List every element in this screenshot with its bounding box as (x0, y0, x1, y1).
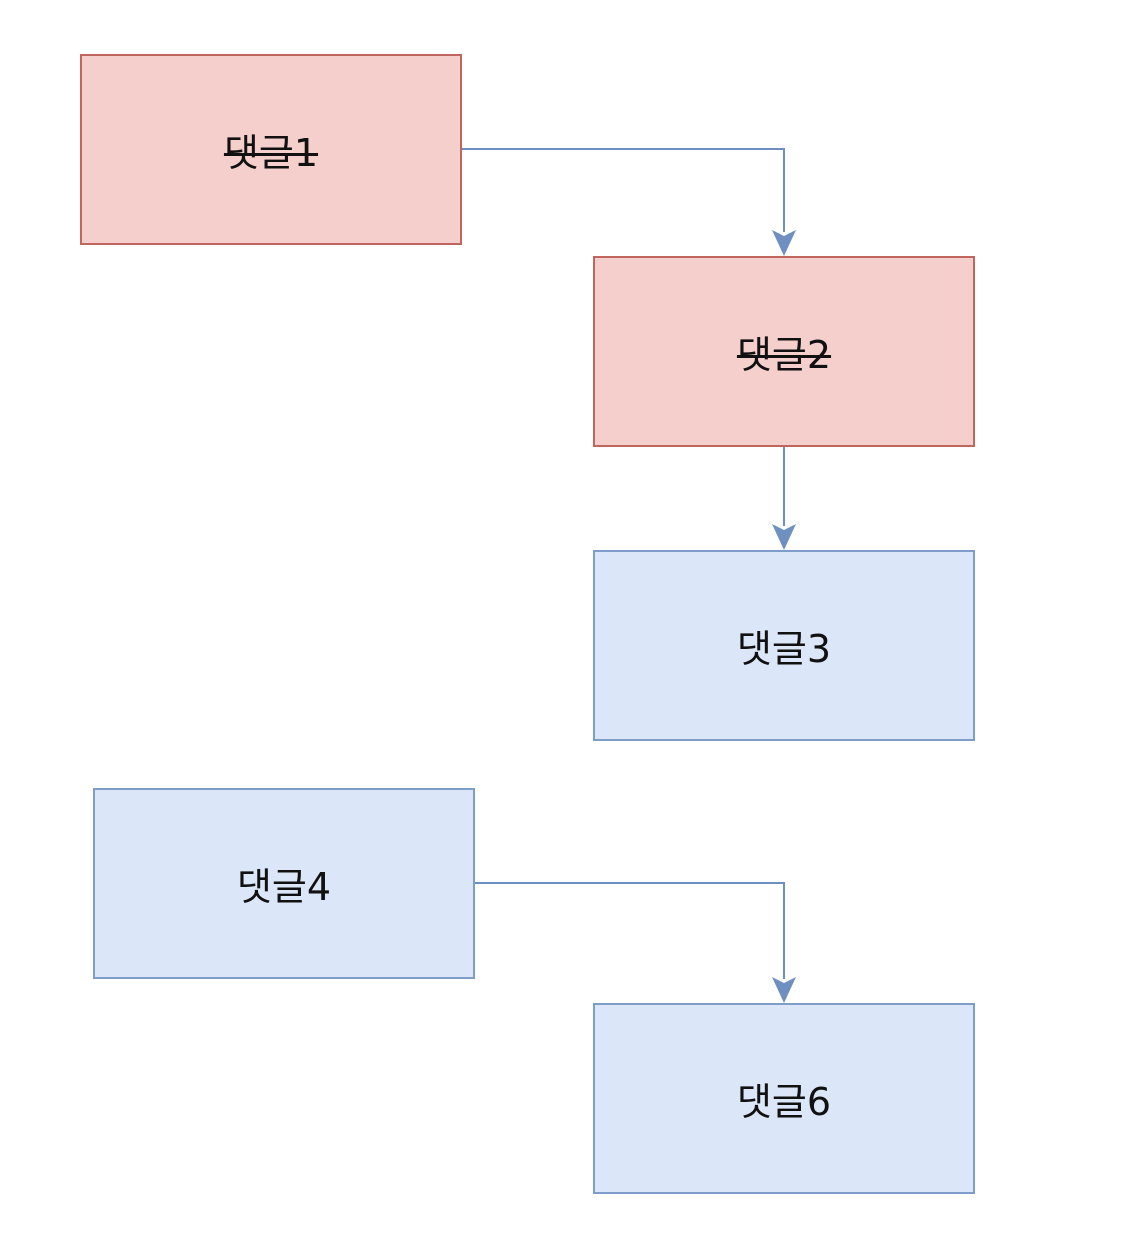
comment-node-4: 댓글4 (93, 788, 475, 979)
comment-label-2: 댓글2 (736, 333, 832, 377)
comment-label-3: 댓글3 (736, 627, 832, 671)
comment-label-1: 댓글1 (223, 131, 319, 175)
arrowhead-n2-n3 (772, 524, 796, 550)
arrowhead-n1-n2 (772, 230, 796, 256)
comment-label-4: 댓글4 (236, 865, 332, 909)
comment-node-1: 댓글1 (80, 54, 462, 245)
edge-n1-n2 (462, 148, 785, 232)
comment-node-6: 댓글6 (593, 1003, 975, 1194)
edge-n4-n6 (475, 882, 785, 979)
comment-node-3: 댓글3 (593, 550, 975, 741)
arrowhead-n4-n6 (772, 977, 796, 1003)
comment-node-2: 댓글2 (593, 256, 975, 447)
comment-label-6: 댓글6 (736, 1080, 832, 1124)
